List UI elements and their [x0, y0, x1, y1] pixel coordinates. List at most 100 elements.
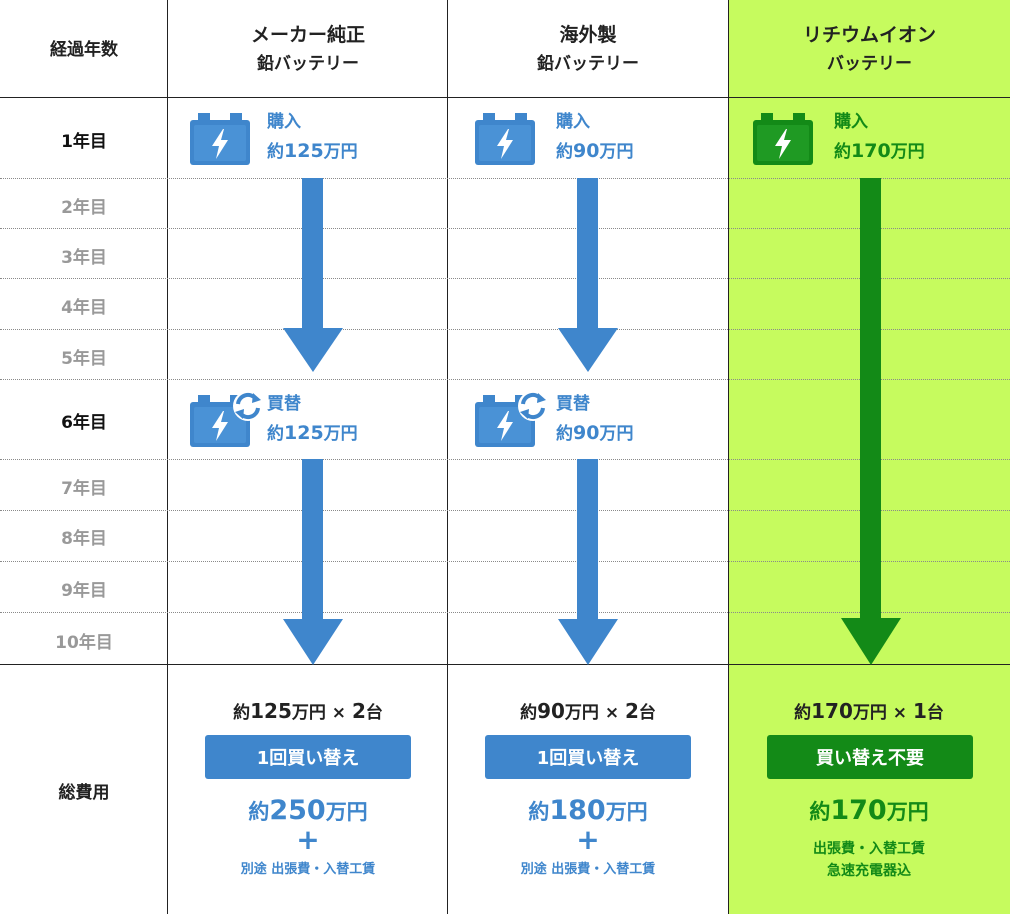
calc-price: 90 — [537, 699, 565, 723]
header-years-label: 経過年数 — [50, 39, 118, 60]
calc-unit: 万円 — [852, 703, 887, 723]
header-lithium-title: リチウムイオン — [802, 24, 936, 46]
header-oem-subtitle: 鉛バッテリー — [257, 54, 359, 74]
year-label: 5年目 — [61, 349, 107, 369]
purchase-label: 購入 — [834, 112, 868, 132]
total-cost: 約250万円 — [168, 795, 448, 826]
purchase-label: 購入 — [556, 112, 590, 132]
total-price: 250 — [269, 795, 326, 826]
column-divider — [447, 0, 448, 914]
battery-icon — [190, 395, 250, 447]
purchase-label: 購入 — [267, 112, 301, 132]
replace-prefix: 約 — [556, 424, 573, 444]
total-cost-label: 総費用 — [58, 783, 110, 803]
header-import-subtitle: 鉛バッテリー — [537, 54, 639, 74]
row-divider — [0, 329, 1010, 330]
included-note-line2: 急速充電器込 — [827, 863, 911, 879]
row-divider — [0, 178, 1010, 179]
total-price: 170 — [830, 795, 887, 826]
battery-icon — [753, 113, 813, 165]
battery-icon — [190, 113, 250, 165]
year-label: 6年目 — [61, 413, 107, 433]
calc-count-unit: 台 — [926, 703, 944, 723]
purchase-price: 90 — [573, 140, 600, 162]
calc-times: × — [331, 703, 347, 723]
calc-unit: 万円 — [291, 703, 326, 723]
purchase-prefix: 約 — [267, 142, 284, 162]
calc-count-unit: 台 — [365, 703, 383, 723]
calc-unit: 万円 — [564, 703, 599, 723]
total-price: 180 — [549, 795, 606, 826]
calc-times: × — [892, 703, 908, 723]
total-unit: 万円 — [605, 800, 648, 824]
calc-prefix: 約 — [233, 703, 251, 723]
calc-count: 2 — [351, 699, 366, 723]
duration-arrow — [558, 459, 618, 665]
replace-prefix: 約 — [267, 424, 284, 444]
included-note-line1: 出張費・入替工賃 — [813, 841, 925, 857]
year-label: 7年目 — [61, 479, 107, 499]
row-divider — [0, 459, 1010, 460]
calc-prefix: 約 — [794, 703, 812, 723]
row-divider — [0, 228, 1010, 229]
calc-price: 170 — [811, 699, 853, 723]
unit-cost-calc: 約90万円 × 2台 — [448, 698, 728, 723]
row-divider — [0, 612, 1010, 613]
calc-count: 1 — [912, 699, 927, 723]
replace-price: 90 — [573, 422, 600, 444]
duration-arrow — [283, 178, 343, 372]
header-oem-title: メーカー純正 — [250, 24, 365, 46]
purchase-unit: 万円 — [599, 142, 634, 162]
duration-arrow — [558, 178, 618, 372]
calc-count: 2 — [625, 699, 639, 723]
total-prefix: 約 — [248, 800, 270, 824]
year-label: 4年目 — [61, 298, 107, 318]
calc-times: × — [604, 703, 620, 723]
header-import-lead: 海外製 鉛バッテリー — [448, 20, 728, 80]
extra-cost-note: 別途 出張費・入替工賃 — [240, 862, 376, 877]
header-years: 経過年数 — [0, 20, 168, 80]
column-divider — [728, 0, 729, 914]
duration-arrow — [841, 178, 901, 665]
replacement-badge: 1回買い替え — [205, 735, 411, 779]
extra-cost-note: 別途 出張費・入替工賃 — [520, 862, 656, 877]
total-cost: 約180万円 — [448, 795, 728, 826]
row-divider — [0, 379, 1010, 380]
plus-sign: + — [296, 823, 320, 856]
purchase-unit: 万円 — [890, 142, 925, 162]
year-label: 2年目 — [61, 198, 107, 218]
purchase-price: 170 — [851, 140, 891, 162]
row-divider — [0, 278, 1010, 279]
plus-sign: + — [576, 823, 600, 856]
header-oem-lead: メーカー純正 鉛バッテリー — [168, 20, 448, 80]
unit-cost-calc: 約125万円 × 2台 — [168, 698, 448, 723]
replacement-badge: 1回買い替え — [485, 735, 691, 779]
calc-count-unit: 台 — [638, 703, 656, 723]
unit-cost-calc: 約170万円 × 1台 — [729, 698, 1009, 723]
header-lithium: リチウムイオン バッテリー — [729, 20, 1010, 80]
year-label: 9年目 — [61, 581, 107, 601]
calc-prefix: 約 — [520, 703, 538, 723]
year-label: 10年目 — [55, 633, 113, 653]
replace-unit: 万円 — [599, 424, 634, 444]
total-cost: 約170万円 — [729, 795, 1009, 826]
header-import-title: 海外製 — [559, 24, 617, 46]
total-unit: 万円 — [325, 800, 368, 824]
total-prefix: 約 — [809, 800, 831, 824]
total-unit: 万円 — [886, 800, 929, 824]
year-label: 3年目 — [61, 248, 107, 268]
year-label: 1年目 — [61, 132, 107, 152]
refresh-icon — [518, 391, 548, 421]
year-label: 8年目 — [61, 529, 107, 549]
included-cost-note: 出張費・入替工賃 急速充電器込 — [729, 838, 1009, 882]
column-divider — [167, 0, 168, 914]
no-replacement-badge: 買い替え不要 — [767, 735, 973, 779]
total-divider — [0, 664, 1010, 665]
purchase-unit: 万円 — [323, 142, 358, 162]
replace-label: 買替 — [267, 394, 301, 414]
row-divider — [0, 510, 1010, 511]
refresh-icon — [233, 391, 263, 421]
calc-price: 125 — [250, 699, 292, 723]
replace-label: 買替 — [556, 394, 590, 414]
row-divider — [0, 561, 1010, 562]
